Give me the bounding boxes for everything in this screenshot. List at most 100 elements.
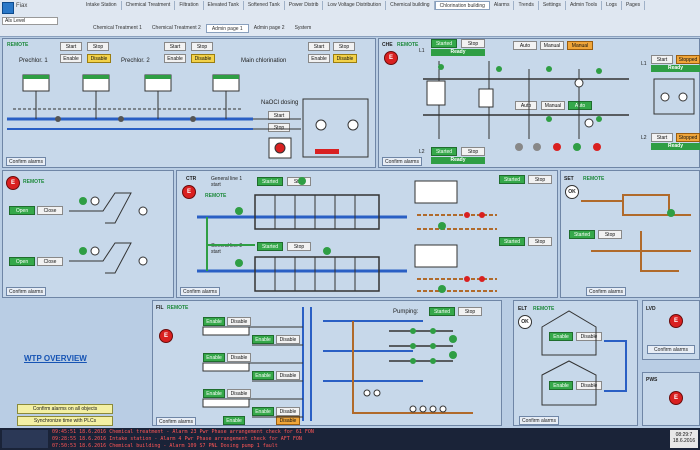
sync-time-button[interactable]: Synchronize time with PLCs xyxy=(17,416,113,426)
elt2-enable-button[interactable]: Enable xyxy=(549,381,573,390)
che-right-l1-start-button[interactable]: Start xyxy=(651,55,673,64)
naocl-stop-button[interactable]: Stop xyxy=(268,123,290,132)
pump1-stop-button[interactable]: Stop xyxy=(458,307,482,316)
tab-settings[interactable]: Settings xyxy=(539,1,566,10)
filter7-enable-button[interactable]: Enable xyxy=(223,416,245,425)
tab-admin-tools[interactable]: Admin Tools xyxy=(566,1,603,10)
main-chlor-stop-button[interactable]: Stop xyxy=(333,42,355,51)
tab-filtration[interactable]: Filtration xyxy=(175,1,204,10)
tab-intake-station[interactable]: Intake Station xyxy=(82,1,122,10)
filter3-disable-button[interactable]: Disable xyxy=(227,353,251,362)
che-manual-active-button[interactable]: Manual xyxy=(567,41,593,50)
valve1-open-button[interactable]: Open xyxy=(9,206,35,215)
prechlor2-enable-button[interactable]: Enable xyxy=(164,54,186,63)
line2-stop-button[interactable]: Stop xyxy=(287,242,311,251)
main-chlor-start-button[interactable]: Start xyxy=(308,42,330,51)
che-process-diagram xyxy=(423,61,695,151)
filter3-enable-button[interactable]: Enable xyxy=(203,353,225,362)
tab-chlorination-building[interactable]: Chlorination building xyxy=(434,1,490,10)
prechlor1-disable-button[interactable]: Disable xyxy=(87,54,111,63)
che-l2-stop-button[interactable]: Stop xyxy=(461,147,485,156)
tab-softened-tank[interactable]: Softened Tank xyxy=(244,1,285,10)
filter1-enable-button[interactable]: Enable xyxy=(203,317,225,326)
wtp-overview-title[interactable]: WTP OVERVIEW xyxy=(24,354,87,363)
set-started-button[interactable]: Started xyxy=(569,230,595,239)
che-right-l2-start-button[interactable]: Start xyxy=(651,133,673,142)
subtab-admin-page-1[interactable]: Admin page 1 xyxy=(205,24,249,33)
tab-logs[interactable]: Logs xyxy=(602,1,622,10)
main-chlor-enable-button[interactable]: Enable xyxy=(308,54,330,63)
line1-started-button[interactable]: Started xyxy=(257,177,283,186)
prechlor2-start-button[interactable]: Start xyxy=(164,42,186,51)
confirm-alarms-button[interactable]: Confirm alarms xyxy=(382,157,422,166)
prechlor1-enable-button[interactable]: Enable xyxy=(60,54,82,63)
alarm-entry[interactable]: 09:28:55 18.6.2016 Intake station - Alar… xyxy=(52,436,302,442)
confirm-all-alarms-button[interactable]: Confirm alarms on all objects xyxy=(17,404,113,414)
tab-trends[interactable]: Trends xyxy=(514,1,539,10)
che-auto2-active-button[interactable]: Auto xyxy=(568,101,592,110)
line2-started-button[interactable]: Started xyxy=(257,242,283,251)
filter6-disable-button[interactable]: Disable xyxy=(276,407,300,416)
che-manual2-button[interactable]: Manual xyxy=(541,101,565,110)
tab-chemical-treatment[interactable]: Chemical Treatment xyxy=(122,1,176,10)
alarm-toolbar-icons[interactable] xyxy=(2,430,48,448)
set-stop-button[interactable]: Stop xyxy=(598,230,622,239)
main-chlor-disable-button[interactable]: Disable xyxy=(333,54,357,63)
clarifier1-stop-button[interactable]: Stop xyxy=(528,175,552,184)
subtab-system[interactable]: System xyxy=(294,25,312,31)
che-auto2-button[interactable]: Auto xyxy=(515,101,537,110)
che-right-l2-status: Ready xyxy=(651,143,700,150)
confirm-alarms-button[interactable]: Confirm alarms xyxy=(180,287,220,296)
elt1-enable-button[interactable]: Enable xyxy=(549,332,573,341)
filter2-disable-button[interactable]: Disable xyxy=(276,335,300,344)
elt2-disable-button[interactable]: Disable xyxy=(576,381,602,390)
prechlor-start-button[interactable]: Start xyxy=(60,42,82,51)
clarifier2-started-button[interactable]: Started xyxy=(499,237,525,246)
filter4-disable-button[interactable]: Disable xyxy=(276,371,300,380)
valve2-close-button[interactable]: Close xyxy=(37,257,63,266)
filter2-enable-button[interactable]: Enable xyxy=(252,335,274,344)
che-auto-button[interactable]: Auto xyxy=(513,41,537,50)
subtab-chemical-treatment-2[interactable]: Chemical Treatment 2 xyxy=(151,25,201,31)
pump1-started-button[interactable]: Started xyxy=(429,307,455,316)
confirm-alarms-button[interactable]: Confirm alarms xyxy=(519,416,559,425)
confirm-alarms-button[interactable]: Confirm alarms xyxy=(647,345,695,354)
filter4-enable-button[interactable]: Enable xyxy=(252,371,274,380)
tab-pages[interactable]: Pages xyxy=(622,1,646,10)
clarifier1-started-button[interactable]: Started xyxy=(499,175,525,184)
elt1-disable-button[interactable]: Disable xyxy=(576,332,602,341)
system-clock: 08:29:7 18.6.2016 xyxy=(670,430,698,448)
che-manual-button[interactable]: Manual xyxy=(540,41,564,50)
confirm-alarms-button[interactable]: Confirm alarms xyxy=(6,287,46,296)
main-chlorination-label: Main chlorination xyxy=(241,58,287,64)
confirm-alarms-button[interactable]: Confirm alarms xyxy=(6,157,46,166)
che-l1-stop-button[interactable]: Stop xyxy=(461,39,485,48)
remote-indicator: REMOTE xyxy=(167,305,189,311)
prechlor2-stop-button[interactable]: Stop xyxy=(191,42,213,51)
valve1-close-button[interactable]: Close xyxy=(37,206,63,215)
tab-low-voltage-distribution[interactable]: Low Voltage Distribution xyxy=(323,1,387,10)
alarm-entry[interactable]: 09:45:51 18.6.2016 Chemical treatment - … xyxy=(52,429,314,435)
valve2-open-button[interactable]: Open xyxy=(9,257,35,266)
filter1-disable-button[interactable]: Disable xyxy=(227,317,251,326)
alarm-entry[interactable]: 07:50:53 18.6.2016 Chemical building - A… xyxy=(52,443,278,449)
prechlor1-label: Prechlor. 1 xyxy=(19,58,48,64)
prechlor-stop-button[interactable]: Stop xyxy=(87,42,109,51)
filter5-disable-button[interactable]: Disable xyxy=(227,389,251,398)
confirm-alarms-button[interactable]: Confirm alarms xyxy=(156,417,196,426)
user-level-select[interactable]: Als Level xyxy=(2,17,58,25)
clarifier2-stop-button[interactable]: Stop xyxy=(528,237,552,246)
tab-chemical-building[interactable]: Chemical building xyxy=(386,1,435,10)
prechlor2-disable-button[interactable]: Disable xyxy=(191,54,215,63)
subtab-admin-page-2[interactable]: Admin page 2 xyxy=(253,25,285,31)
tab-elevated-tank[interactable]: Elevated Tank xyxy=(204,1,244,10)
che-l2-started-button[interactable]: Started xyxy=(431,147,457,156)
tab-power-distrib[interactable]: Power Distrib xyxy=(285,1,324,10)
fil-title: FIL xyxy=(156,305,164,311)
tab-alarms[interactable]: Alarms xyxy=(490,1,515,10)
subtab-chemical-treatment-1[interactable]: Chemical Treatment 1 xyxy=(93,25,142,31)
che-l1-started-button[interactable]: Started xyxy=(431,39,457,48)
filter5-enable-button[interactable]: Enable xyxy=(203,389,225,398)
confirm-alarms-button[interactable]: Confirm alarms xyxy=(586,287,626,296)
filter6-enable-button[interactable]: Enable xyxy=(252,407,274,416)
